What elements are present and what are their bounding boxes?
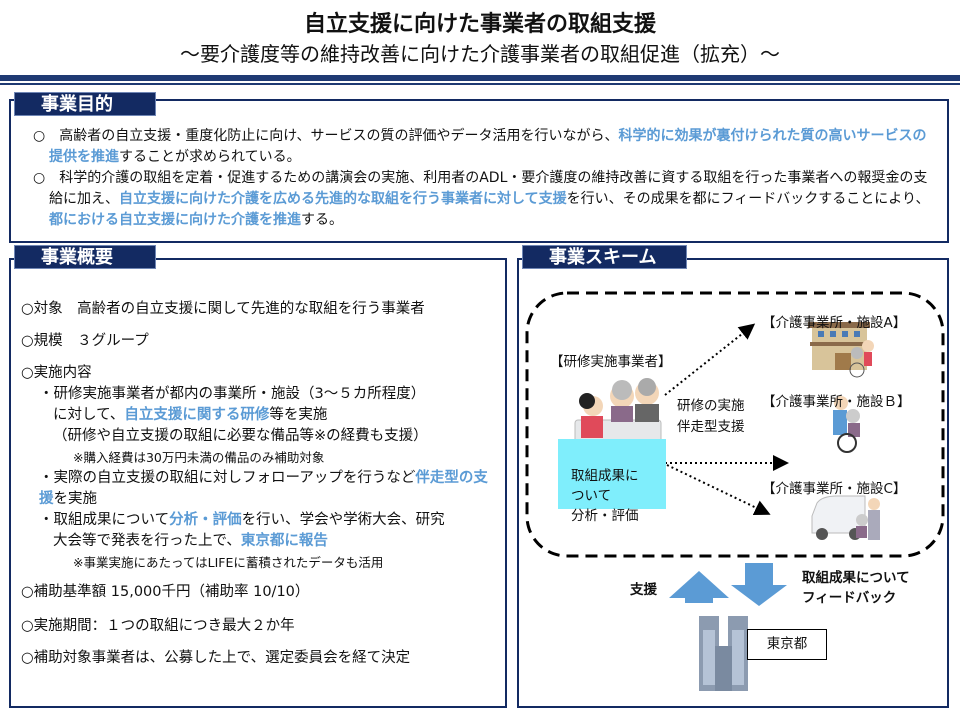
purpose-section: ○ 高齢者の自立支援・重度化防止に向け、サービスの質の評価やデータ活用を行いなが… [9, 99, 949, 243]
arrow-label: 研修の実施伴走型支援 [677, 396, 745, 438]
emphasis-text: 自立支援に向けた介護を広める先進的な取組を行う事業者に対して支援 [119, 191, 567, 207]
content-item-3-footnote: ※事業実施にあたってはLIFEに蓄積されたデータも活用 [73, 555, 384, 570]
amount-line: ○補助基準額 15,000千円（補助率 10/10） [21, 584, 310, 600]
content-list: ・研修実施事業者が都内の事業所・施設（3～５カ所程度） に対して、自立支援に関す… [21, 384, 501, 573]
overview-section: ○対象 高齢者の自立支援に関して先進的な取組を行う事業者 ○規模 ３グループ ○… [9, 258, 507, 708]
feedback-label: 取組成果についてフィードバック [802, 568, 910, 608]
emphasis-text: 都における自立支援に向けた介護を推進 [49, 212, 301, 228]
support-up-arrow-icon [669, 571, 729, 603]
emphasis-text: 科学的に効果が裏付けられた質の高いサービスの提供を推進 [49, 128, 927, 165]
purpose-paragraph-1: ○ 高齢者の自立支援・重度化防止に向け、サービスの質の評価やデータ活用を行いなが… [33, 126, 938, 168]
feedback-line-1: 取組成果について [802, 570, 910, 586]
overview-tab: 事業概要 [14, 245, 156, 269]
header-rule [0, 75, 960, 81]
purpose-paragraph-2: ○ 科学的介護の取組を定着・促進するための講演会の実施、利用者のADL・要介護度… [33, 168, 938, 231]
content-item-3-cont: 大会等で発表を行った上で、東京都に報告 [39, 531, 501, 552]
text: に対して、 [53, 407, 125, 423]
result-line: 取組成果に [571, 468, 639, 484]
selection-line: ○補助対象事業者は、公募した上で、選定委員会を経て決定 [21, 650, 411, 666]
arrow-to-facility-c [666, 464, 771, 516]
purpose-tab: 事業目的 [14, 92, 156, 116]
scheme-diagram [525, 291, 945, 691]
arrow-to-facility-a [664, 323, 756, 396]
text: 大会等で発表を行った上で、 [53, 533, 241, 549]
bullet: ○ [33, 170, 46, 186]
provider-label: 【研修実施事業者】 [550, 354, 672, 370]
text: ・実際の自立支援の取組に対しフォローアップを行うなど [39, 470, 416, 486]
emphasis-text: 自立支援に関する研修 [124, 407, 270, 423]
facility-a-label: 【介護事業所・施設A】 [762, 315, 907, 331]
content-item-1-note: （研修や自立支援の取組に必要な備品等※の経費も支援） [53, 428, 428, 444]
feedback-line-2: フィードバック [802, 590, 897, 606]
scheme-tab: 事業スキーム [522, 245, 687, 269]
text: を行い、学会や学術大会、研究 [241, 512, 445, 528]
text: を行い、その成果を都にフィードバックすることにより、 [566, 191, 930, 207]
facility-a-building-icon [808, 322, 874, 378]
emphasis-text: 伴走型の支援 [39, 470, 488, 507]
period-line: ○実施期間：１つの取組につき最大２か年 [21, 618, 295, 634]
facility-c-vehicle-icon [811, 495, 880, 540]
content-item-1-cont: に対して、自立支援に関する研修等を実施 [39, 405, 501, 426]
result-line: 分析・評価 [571, 508, 639, 524]
page-title: 自立支援に向けた事業者の取組支援 [303, 12, 656, 37]
target-line: ○対象 高齢者の自立支援に関して先進的な取組を行う事業者 [21, 301, 425, 317]
facility-c-label: 【介護事業所・施設C】 [762, 481, 907, 497]
result-analysis-box [558, 439, 666, 509]
facility-b-label: 【介護事業所・施設Ｂ】 [762, 394, 911, 410]
arrow-label-line-1: 研修の実施 [677, 398, 745, 414]
bullet: ○ [33, 128, 46, 144]
content-item-3: ・取組成果について分析・評価を行い、学会や学術大会、研究 [39, 510, 501, 531]
text: ・取組成果について [39, 512, 170, 528]
text: 等を実施 [269, 407, 328, 423]
text: 高齢者の自立支援・重度化防止に向け、サービスの質の評価やデータ活用を行いながら、 [59, 128, 619, 144]
header-rule-thin [0, 83, 960, 85]
emphasis-text: 東京都に報告 [240, 533, 328, 549]
support-label: 支援 [630, 582, 657, 598]
tokyo-government-building-icon [699, 616, 748, 691]
content-item-1: ・研修実施事業者が都内の事業所・施設（3～５カ所程度） [39, 386, 426, 402]
feedback-down-arrow-icon [731, 563, 787, 606]
tokyo-label-box: 東京都 [747, 629, 827, 660]
content-item-1-footnote: ※購入経費は30万円未満の備品のみ補助対象 [73, 450, 325, 465]
content-heading: ○実施内容 [21, 365, 92, 381]
result-box-text: 取組成果について分析・評価 [571, 466, 639, 526]
text: する。 [301, 212, 343, 228]
trainer-illustration-icon [574, 378, 662, 446]
text: 科学的介護の取組を定着・促進するための講演会の実施、利用者のADL・要介護度の維… [49, 170, 928, 207]
content-item-2: ・実際の自立支援の取組に対しフォローアップを行うなど伴走型の支援を実施 [39, 468, 501, 510]
scale-line: ○規模 ３グループ [21, 333, 149, 349]
arrow-label-line-2: 伴走型支援 [677, 419, 745, 435]
emphasis-text: 分析・評価 [169, 512, 242, 528]
result-line: ついて [571, 488, 612, 504]
page-subtitle: ～要介護度等の維持改善に向けた介護事業者の取組促進（拡充）～ [180, 42, 780, 66]
text: することが求められている。 [119, 149, 301, 165]
text: を実施 [53, 491, 98, 507]
facility-b-wheelchair-icon [833, 396, 860, 453]
